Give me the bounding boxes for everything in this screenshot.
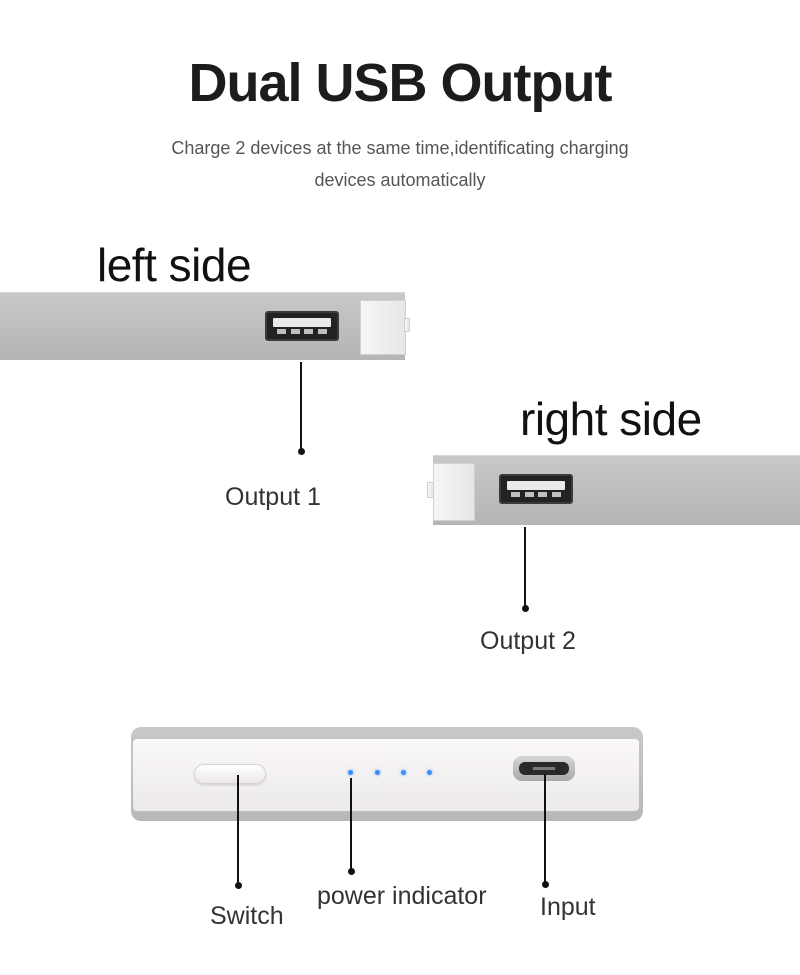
switch-button-icon	[194, 764, 266, 784]
switch-leader-dot	[235, 882, 242, 889]
left-end-cap-notch	[404, 318, 410, 332]
right-end-cap	[433, 463, 475, 521]
power-indicator-label: power indicator	[317, 882, 487, 910]
subtitle-line-1: Charge 2 devices at the same time,identi…	[171, 138, 629, 158]
output-2-label: Output 2	[480, 627, 576, 655]
output-1-leader-dot	[298, 448, 305, 455]
indicator-leader-dot	[348, 868, 355, 875]
usb-port-1-icon	[265, 311, 339, 341]
right-side-strip	[433, 455, 800, 525]
input-label: Input	[540, 893, 596, 921]
indicator-leader-line	[350, 778, 352, 871]
left-side-label: left side	[97, 239, 252, 291]
right-end-cap-notch	[427, 482, 434, 498]
input-leader-dot	[542, 881, 549, 888]
output-2-leader-dot	[522, 605, 529, 612]
left-side-strip	[0, 292, 405, 360]
output-1-label: Output 1	[225, 483, 321, 511]
led-2-icon	[375, 770, 380, 775]
usb-port-2-icon	[499, 474, 573, 504]
led-4-icon	[427, 770, 432, 775]
input-leader-line	[544, 774, 546, 884]
led-1-icon	[348, 770, 353, 775]
subtitle: Charge 2 devices at the same time,identi…	[100, 132, 700, 196]
switch-label: Switch	[210, 902, 284, 930]
subtitle-line-2: devices automatically	[314, 170, 486, 190]
left-end-cap	[360, 300, 406, 355]
output-1-leader-line	[300, 362, 302, 451]
output-2-leader-line	[524, 527, 526, 608]
right-side-label: right side	[520, 393, 702, 445]
led-3-icon	[401, 770, 406, 775]
switch-leader-line	[237, 775, 239, 885]
page-title: Dual USB Output	[188, 53, 613, 113]
